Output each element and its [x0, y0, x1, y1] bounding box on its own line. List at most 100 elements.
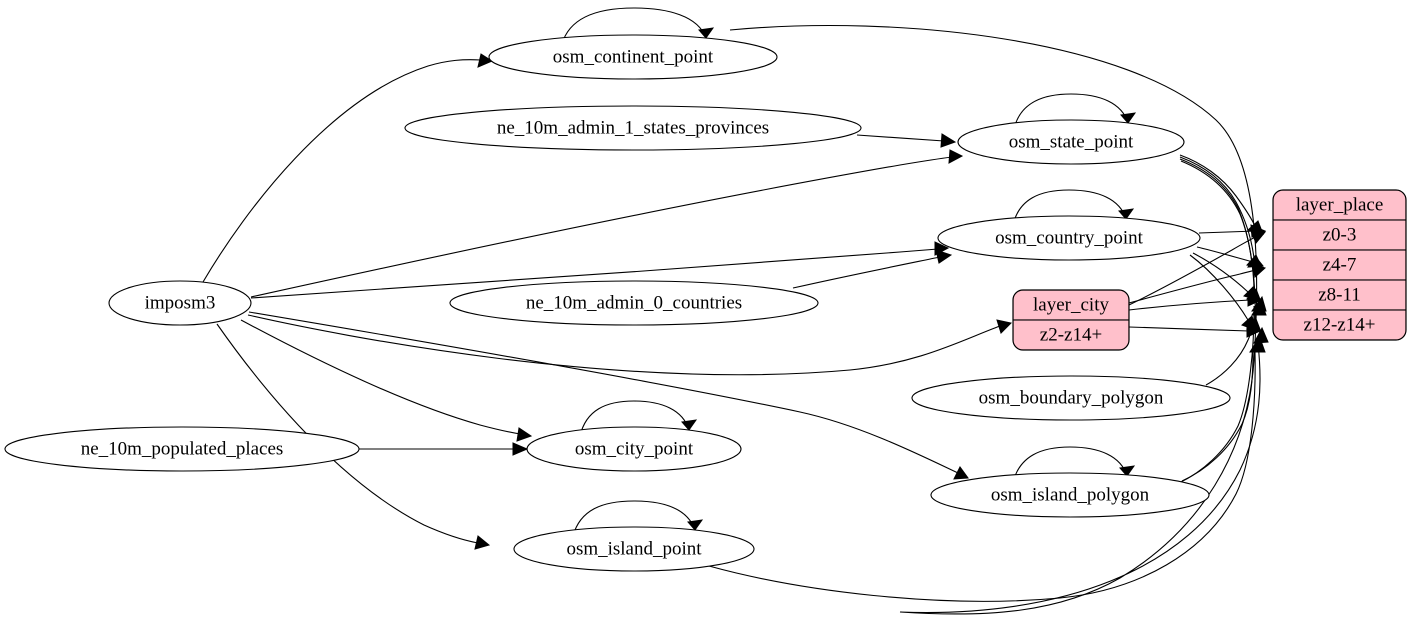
arrowhead-admin0-country	[935, 249, 953, 264]
record-row-z0-3[interactable]	[1273, 219, 1406, 251]
self-loop-osm_country_point	[1012, 189, 1127, 226]
record-outline-layer_city	[1012, 289, 1130, 351]
node-label-osm_continent_point: osm_continent_point	[553, 46, 714, 67]
node-imposm3[interactable]: imposm3	[108, 280, 252, 326]
edge-imposm3-to-osm_island_point	[216, 323, 479, 544]
node-osm_boundary_polygon[interactable]: osm_boundary_polygon	[911, 375, 1231, 421]
node-label-ne_10m_admin_1_states_provinces: ne_10m_admin_1_states_provinces	[497, 117, 769, 138]
record-node-layer_city[interactable]: layer_city z2-z14+	[1012, 289, 1130, 351]
edge-imposm3-to-osm_state_point	[250, 156, 953, 298]
node-osm_island_polygon[interactable]: osm_island_polygon	[930, 472, 1210, 518]
edge-imposm3-to-osm_island_polygon	[248, 311, 959, 474]
node-label-osm_country_point: osm_country_point	[995, 227, 1143, 248]
record-label-layer_city: layer_city	[1033, 294, 1109, 315]
edge-osm_state_point-to-z4	[1179, 156, 1255, 259]
arrowhead-imposm3-island_point	[474, 535, 491, 550]
record-label-z12-z14: z12-z14+	[1304, 314, 1376, 335]
self-loop-osm_city_point	[579, 400, 690, 437]
arrowhead-layer_city-z4	[1251, 263, 1266, 278]
node-shape-imposm3	[108, 280, 252, 326]
node-shape-osm_country_point	[937, 215, 1201, 261]
arrowhead-island_polygon-z8	[1251, 299, 1267, 316]
node-label-osm_boundary_polygon: osm_boundary_polygon	[979, 387, 1164, 408]
node-shape-osm_state_point	[957, 119, 1185, 165]
arrowhead-imposm3-continent	[477, 53, 494, 68]
node-osm_continent_point[interactable]: osm_continent_point	[488, 34, 778, 80]
node-ne_10m_admin_1_states_provinces[interactable]: ne_10m_admin_1_states_provinces	[404, 105, 862, 151]
node-label-ne_10m_admin_0_countries: ne_10m_admin_0_countries	[526, 292, 742, 313]
node-shape-osm_boundary_polygon	[911, 375, 1231, 421]
edge-imposm3-to-osm_continent_point	[202, 59, 482, 283]
arrowhead-self-osm_continent_point	[698, 27, 715, 39]
arrowhead-imposm3-layer_city	[996, 319, 1013, 334]
layer-place-edges	[708, 24, 1269, 615]
edge-osm_country_point-to-z4	[1196, 246, 1254, 263]
edge-osm_country_point-to-z8	[1192, 252, 1249, 293]
arrowhead-self-osm_city_point	[681, 419, 698, 431]
edge-osm_country_point-to-z0	[1198, 230, 1257, 234]
edge-layer_city-to-z4	[1128, 269, 1257, 304]
edge-layer_city-to-z12	[1128, 326, 1250, 332]
node-label-ne_10m_populated_places: ne_10m_populated_places	[81, 438, 284, 459]
arrowhead-populated-city	[512, 442, 529, 456]
node-osm_island_point[interactable]: osm_island_point	[513, 526, 755, 572]
arrowhead-self-osm_country_point	[1118, 208, 1135, 220]
self-loop-osm_continent_point	[561, 7, 707, 45]
node-label-imposm3: imposm3	[145, 292, 216, 313]
arrowhead-layer_city-z8	[1247, 293, 1263, 307]
edge-ne_10m_admin_1_states_provinces-to-osm_state_point	[856, 134, 945, 142]
node-shape-ne_10m_admin_0_countries	[449, 280, 819, 326]
edge-imposm3-to-osm_country_point	[250, 248, 939, 299]
edge-osm_continent_point-to-z12	[729, 24, 1261, 615]
node-label-osm_island_polygon: osm_island_polygon	[991, 484, 1150, 505]
record-label-z8-11: z8-11	[1318, 284, 1361, 305]
arrowhead-imposm3-city	[516, 427, 533, 442]
arrowhead-imposm3-state	[948, 149, 964, 164]
self-loop-osm_state_point	[1013, 93, 1129, 130]
edge-layer_city-to-z0	[1128, 236, 1256, 306]
self-loop-osm_island_polygon	[1012, 446, 1128, 483]
record-row-z12-z14[interactable]	[1273, 309, 1406, 340]
edge-ne_10m_admin_0_countries-to-osm_country_point	[792, 256, 941, 289]
edge-osm_state_point-to-z0	[1179, 154, 1255, 225]
node-shape-ne_10m_populated_places	[4, 426, 360, 472]
edge-osm_island_point-to-z12	[708, 351, 1256, 602]
record-label-z2-z14: z2-z14+	[1040, 324, 1102, 345]
node-shape-osm_island_polygon	[930, 472, 1210, 518]
node-osm_state_point[interactable]: osm_state_point	[957, 119, 1185, 165]
arrowhead-self-osm_island_polygon	[1119, 465, 1136, 477]
edge-osm_island_polygon-to-z12	[1181, 351, 1254, 482]
edge-imposm3-to-layer_city	[247, 314, 1001, 376]
source-edges	[202, 53, 1013, 550]
node-shape-osm_continent_point	[488, 34, 778, 80]
edge-layer_city-to-z8	[1128, 299, 1251, 311]
arrowhead-imposm3-island_polygon	[953, 466, 969, 480]
record-outline-layer_place	[1272, 189, 1407, 341]
record-row-z8-11[interactable]	[1273, 279, 1406, 311]
node-label-osm_island_point: osm_island_point	[566, 538, 702, 559]
arrowhead-layer_city-z0	[1250, 230, 1266, 244]
arrowhead-admin1-state	[940, 133, 957, 148]
record-row-z4-7[interactable]	[1273, 249, 1406, 281]
node-label-osm_city_point: osm_city_point	[575, 438, 694, 459]
self-loop-edges	[561, 7, 1137, 537]
edge-imposm3-to-osm_city_point	[240, 319, 521, 435]
self-loop-osm_island_point	[572, 500, 696, 537]
record-label-z4-7: z4-7	[1323, 254, 1357, 275]
arrowhead-self-osm_island_point	[687, 519, 704, 531]
record-row-z2-z14[interactable]	[1013, 319, 1129, 350]
node-label-osm_state_point: osm_state_point	[1009, 131, 1134, 152]
node-osm_city_point[interactable]: osm_city_point	[526, 426, 742, 472]
node-shape-osm_city_point	[526, 426, 742, 472]
node-ne_10m_populated_places[interactable]: ne_10m_populated_places	[4, 426, 360, 472]
records-layer: layer_place z0-3 z4-7 z8-11 z12-z14+ lay…	[1012, 189, 1407, 351]
nodes-layer: imposm3 ne_10m_populated_places ne_10m_a…	[4, 34, 1231, 572]
node-shape-ne_10m_admin_1_states_provinces	[404, 105, 862, 151]
node-ne_10m_admin_0_countries[interactable]: ne_10m_admin_0_countries	[449, 280, 819, 326]
edge-osm_country_point-to-z12	[1189, 254, 1249, 321]
record-node-layer_place[interactable]: layer_place z0-3 z4-7 z8-11 z12-z14+	[1272, 189, 1407, 341]
node-osm_country_point[interactable]: osm_country_point	[937, 215, 1201, 261]
record-label-layer_place: layer_place	[1296, 194, 1384, 215]
